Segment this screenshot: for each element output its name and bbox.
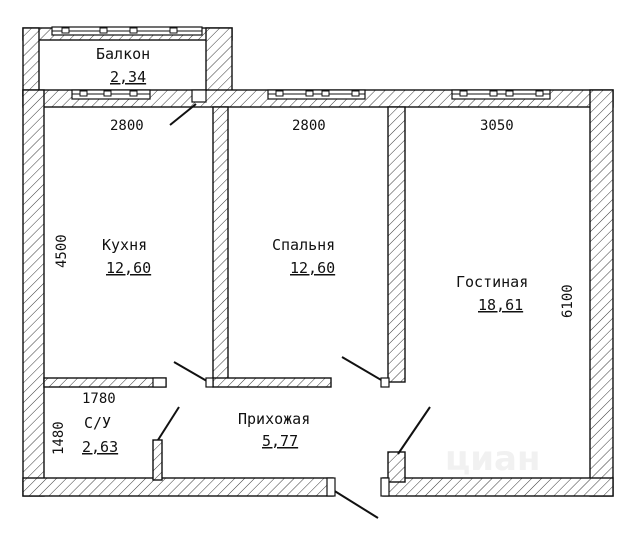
balcony-door: [191, 89, 207, 103]
dim-bath-width: 1780: [82, 391, 116, 407]
room-labels: Балкон 2,34 Кухня 12,60 Спальня 12,60 Го…: [82, 45, 528, 456]
bath-right-wall: [152, 439, 163, 481]
dim-kitchen-depth: 4500: [54, 234, 70, 268]
dimension-labels: 2800 2800 3050 4500 6100 1780 1480: [51, 118, 576, 455]
balcony-wall-right: [205, 27, 233, 97]
dim-bath-depth: 1480: [51, 421, 67, 455]
living-door-leaf: [397, 406, 431, 455]
room-area-bathroom: 2,63: [82, 438, 118, 456]
partition-kitchen-bedroom: [212, 106, 229, 383]
balcony-wall-left: [22, 27, 40, 97]
room-area-bedroom: 12,60: [290, 259, 335, 277]
room-name-hallway: Прихожая: [238, 410, 310, 428]
dim-living-depth: 6100: [560, 284, 576, 318]
dim-living-width: 3050: [480, 118, 514, 134]
left-wall: [22, 89, 45, 497]
windows: [51, 26, 551, 103]
bottom-wall-left: [22, 477, 334, 497]
bedroom-door-leaf: [341, 356, 389, 385]
room-name-balcony: Балкон: [96, 45, 150, 63]
bedroom-bottom-wall: [212, 377, 332, 388]
room-area-balcony: 2,34: [110, 68, 146, 86]
bottom-wall-right: [382, 477, 614, 497]
dim-kitchen-width: 2800: [110, 118, 144, 134]
partition-living-lower: [387, 451, 406, 483]
partition-bedroom-living: [387, 106, 406, 383]
room-name-kitchen: Кухня: [102, 236, 147, 254]
kitchen-bottom-wall: [43, 377, 167, 388]
room-name-living: Гостиная: [456, 273, 528, 291]
room-name-bathroom: С/У: [84, 414, 111, 432]
room-area-hallway: 5,77: [262, 432, 298, 450]
bath-door-leaf: [157, 406, 180, 441]
dim-bedroom-width: 2800: [292, 118, 326, 134]
room-area-living: 18,61: [478, 296, 523, 314]
room-name-bedroom: Спальня: [272, 236, 335, 254]
balcony-door-leaf: [169, 103, 197, 126]
room-area-kitchen: 12,60: [106, 259, 151, 277]
watermark-text: циан: [445, 439, 540, 479]
right-wall: [589, 89, 614, 497]
entrance-door-leaf: [332, 489, 379, 519]
doors: [152, 103, 431, 519]
